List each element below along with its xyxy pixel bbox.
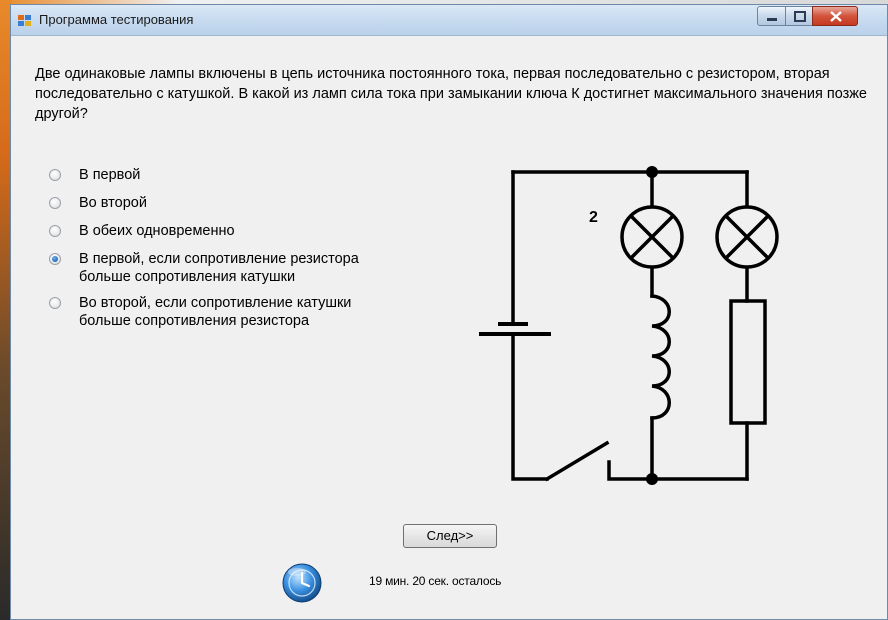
minimize-button[interactable] [757, 6, 786, 26]
resistor [729, 299, 767, 425]
inductor-coil [650, 294, 671, 420]
circuit-wire-bottom [607, 460, 749, 481]
test-window: Программа тестирования Две одинаковые ла… [10, 4, 888, 620]
answer-label[interactable]: В обеих одновременно [79, 223, 235, 239]
circuit-wire-left-lower [511, 332, 549, 481]
switch-key [544, 440, 610, 482]
desktop-background-top [0, 0, 888, 6]
answer-label-continued[interactable]: больше сопротивления резистора [79, 313, 310, 329]
answer-label-continued[interactable]: больше сопротивления катушки [79, 269, 296, 285]
battery-long-plate [479, 332, 551, 336]
answer-options: В первой Во второй В обеих одновременно … [49, 166, 469, 338]
radio-button-checked[interactable] [49, 253, 61, 265]
battery-short-plate [498, 322, 528, 326]
answer-option[interactable]: Во второй [49, 194, 469, 214]
title-bar[interactable]: Программа тестирования [11, 5, 887, 36]
maximize-button[interactable] [785, 6, 813, 26]
question-text: Две одинаковые лампы включены в цепь ист… [35, 66, 868, 122]
lamp-2-icon [620, 205, 684, 269]
next-button[interactable]: След>> [403, 524, 497, 548]
desktop-background-left [0, 0, 12, 620]
lamp-2-label: 2 [589, 209, 598, 226]
radio-button[interactable] [49, 169, 61, 181]
window-content: Две одинаковые лампы включены в цепь ист… [11, 36, 887, 619]
lamp-1-icon [715, 205, 779, 269]
circuit-diagram: 2 1 [479, 166, 779, 485]
lamp-2-cross [628, 213, 676, 261]
answer-label[interactable]: В первой [79, 167, 141, 183]
answer-label[interactable]: Во второй [79, 195, 147, 211]
radio-button[interactable] [49, 297, 61, 309]
answer-label[interactable]: Во второй, если сопротивление катушки [79, 295, 352, 311]
close-icon [830, 11, 842, 22]
radio-button[interactable] [49, 197, 61, 209]
answer-option[interactable]: В обеих одновременно [49, 222, 469, 242]
lamp-1-cross [723, 213, 771, 261]
window-title: Программа тестирования [39, 12, 194, 27]
time-remaining-text: 19 мин. 20 сек. осталось [369, 574, 502, 588]
answer-label[interactable]: В первой, если сопротивление резистора [79, 251, 359, 267]
clock-icon [281, 562, 323, 604]
junction-top [646, 166, 658, 178]
minimize-icon [767, 18, 777, 21]
close-button[interactable] [812, 6, 858, 26]
answer-option[interactable]: Во второй, если сопротивление катушки бо… [49, 294, 469, 330]
radio-button[interactable] [49, 225, 61, 237]
junction-bottom [646, 473, 658, 485]
app-icon [18, 14, 32, 26]
maximize-icon [794, 11, 806, 22]
answer-option[interactable]: В первой [49, 166, 469, 186]
answer-option-selected[interactable]: В первой, если сопротивление резистора б… [49, 250, 469, 286]
